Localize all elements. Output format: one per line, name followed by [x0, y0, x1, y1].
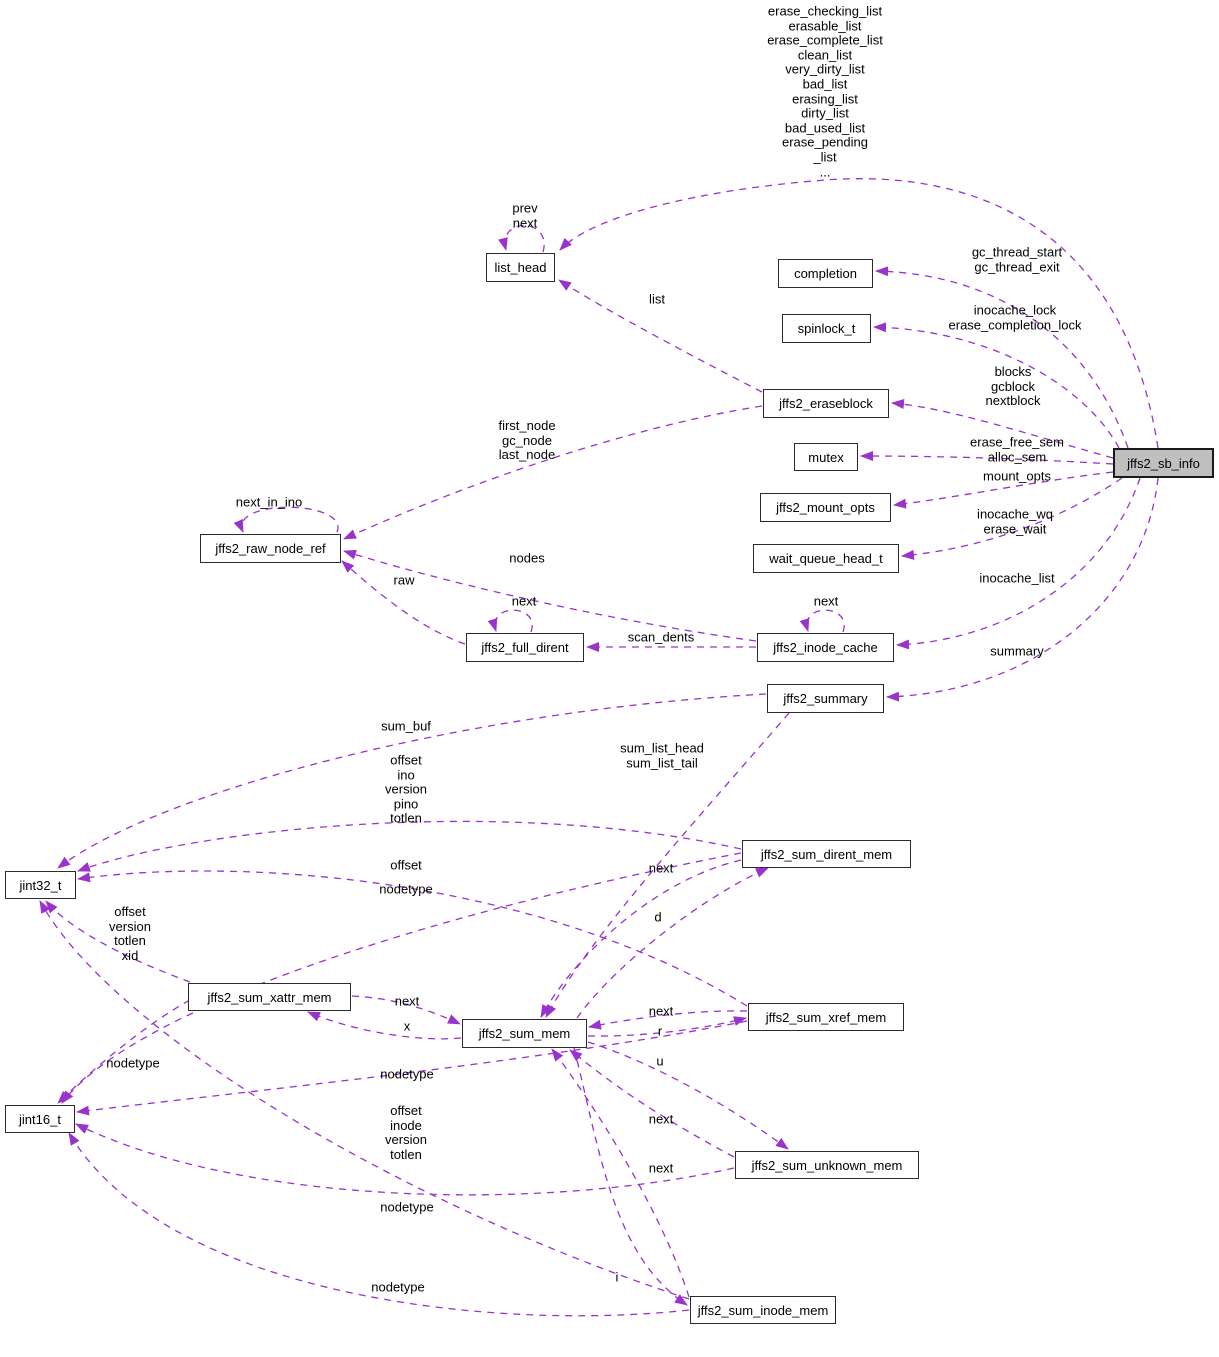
edge-eraseblock-list_head [558, 279, 763, 393]
edge-label-summary: summary [990, 643, 1044, 659]
node-wait_queue_head_t[interactable]: wait_queue_head_t [753, 544, 899, 573]
edge-label-r: r [657, 1023, 663, 1039]
edge-inode_cache-self [799, 609, 845, 633]
node-jffs2_sum_xattr_mem[interactable]: jffs2_sum_xattr_mem [188, 983, 351, 1011]
edge-xref_mem-jint32 [77, 870, 748, 1007]
edge-label-next-inode-cache: next [813, 593, 839, 609]
node-list_head[interactable]: list_head [486, 253, 555, 282]
edge-sb_info-inode_cache [896, 477, 1141, 650]
edge-label-next-xref: next [648, 1003, 674, 1019]
edge-label-inode-fields: offset inode version totlen [385, 1102, 427, 1162]
edge-label-xattr-fields: offset version totlen xid [109, 903, 151, 963]
edge-full_dirent-raw_node_ref [341, 560, 466, 645]
edge-dirent_mem-sum_mem [540, 859, 742, 1018]
edge-sum_mem-xref_mem [587, 1016, 747, 1037]
edge-xattr_mem-jint16 [57, 999, 191, 1104]
edge-sum_mem-unknown_mem [587, 1041, 789, 1150]
edge-sb_info-wait_queue [901, 477, 1123, 560]
edge-label-next-in-ino: next_in_ino [235, 494, 303, 510]
edge-label-raw: raw [393, 572, 415, 588]
node-jffs2_sum_unknown_mem[interactable]: jffs2_sum_unknown_mem [735, 1151, 919, 1179]
edge-label-inocache-lock: inocache_lock erase_completion_lock [948, 302, 1082, 332]
edge-label-next-xattr: next [394, 993, 420, 1009]
node-mutex[interactable]: mutex [794, 443, 858, 471]
node-spinlock_t[interactable]: spinlock_t [782, 314, 871, 343]
edge-label-mount-opts: mount_opts [983, 468, 1051, 484]
edge-label-gc-thread: gc_thread_start gc_thread_exit [971, 244, 1063, 274]
edge-label-prev-next: prev next [512, 200, 538, 230]
edge-label-first-node: first_node gc_node last_node [498, 418, 556, 463]
edge-sum_mem-inode_mem [573, 1047, 688, 1306]
edge-label-nodetype-inode: nodetype [371, 1279, 425, 1295]
edge-label-list: list [649, 291, 665, 307]
edge-label-dirent-fields: offset ino version pino totlen [385, 752, 427, 826]
edge-label-erase-lists: erase_checking_list erasable_list erase_… [767, 3, 883, 179]
edge-label-nodetype-unknown: nodetype [380, 1199, 434, 1215]
node-jint32_t[interactable]: jint32_t [5, 871, 76, 899]
edge-dirent_mem-jint16 [61, 852, 742, 1104]
edge-sum_mem-dirent_mem [576, 867, 769, 1019]
node-jffs2_sum_dirent_mem[interactable]: jffs2_sum_dirent_mem [742, 840, 911, 868]
node-completion[interactable]: completion [778, 259, 873, 288]
edge-label-d: d [654, 909, 662, 925]
edge-dirent_mem-jint32 [77, 820, 742, 872]
node-jffs2_full_dirent[interactable]: jffs2_full_dirent [466, 633, 584, 662]
edge-label-next-inode: next [648, 1160, 674, 1176]
node-jint16_t[interactable]: jint16_t [5, 1105, 75, 1133]
edge-label-next-dirent: next [648, 860, 674, 876]
edge-inode_mem-jint32 [39, 900, 690, 1300]
edge-label-nodetype-xattr: nodetype [106, 1055, 160, 1071]
node-jffs2_sum_inode_mem[interactable]: jffs2_sum_inode_mem [690, 1296, 836, 1324]
edge-sb_info-eraseblock [891, 399, 1114, 459]
edge-label-nodetype-xref: nodetype [380, 1066, 434, 1082]
node-jffs2_sb_info[interactable]: jffs2_sb_info [1113, 448, 1214, 478]
edge-xref_mem-sum_mem [588, 1010, 748, 1030]
edge-label-next-unknown: next [648, 1111, 674, 1127]
edge-label-erase-free-sem: erase_free_sem alloc_sem [970, 434, 1064, 464]
edge-label-blocks: blocks gcblock nextblock [985, 364, 1041, 409]
edge-label-scan-dents: scan_dents [627, 629, 695, 645]
node-jffs2_mount_opts[interactable]: jffs2_mount_opts [760, 493, 891, 522]
edge-raw_node_ref-self [233, 506, 339, 533]
edge-xref_mem-jint16 [76, 1020, 748, 1116]
edge-label-i: i [615, 1269, 619, 1285]
node-jffs2_sum_xref_mem[interactable]: jffs2_sum_xref_mem [748, 1003, 904, 1031]
node-jffs2_raw_node_ref[interactable]: jffs2_raw_node_ref [200, 534, 341, 563]
edge-label-nodetype-dirent: nodetype [379, 881, 433, 897]
edge-eraseblock-raw_node_ref [343, 405, 763, 540]
edge-label-sum-list: sum_list_head sum_list_tail [620, 740, 704, 770]
node-jffs2_inode_cache[interactable]: jffs2_inode_cache [757, 633, 894, 662]
edge-label-inocache-list: inocache_list [979, 570, 1055, 586]
edge-inode_mem-sum_mem [551, 1048, 690, 1298]
node-jffs2_sum_mem[interactable]: jffs2_sum_mem [462, 1019, 587, 1048]
edge-label-offset-xref: offset [390, 857, 422, 873]
edge-sb_info-spinlock [873, 322, 1120, 449]
edge-label-nodes: nodes [509, 550, 545, 566]
edge-sb_info-completion [875, 266, 1129, 449]
edge-label-x: x [403, 1018, 411, 1034]
edge-label-u: u [656, 1053, 664, 1069]
edge-unknown_mem-jint16 [75, 1123, 735, 1196]
edge-label-next-full-dirent: next [511, 593, 537, 609]
edge-inode_cache-raw_node_ref [343, 549, 757, 642]
node-jffs2_summary[interactable]: jffs2_summary [767, 684, 884, 713]
edge-sb_info-list_head [559, 178, 1159, 449]
edge-sum_mem-xattr_mem [307, 1011, 462, 1040]
edge-summary-jint32 [57, 693, 767, 869]
node-jffs2_eraseblock[interactable]: jffs2_eraseblock [763, 389, 889, 418]
edge-full_dirent-self [487, 609, 533, 633]
edge-xattr_mem-sum_mem [351, 995, 461, 1025]
edge-inode_mem-jint16 [68, 1132, 690, 1317]
edge-label-inocache-wq: inocache_wq erase_wait [977, 506, 1053, 536]
edge-unknown_mem-sum_mem [569, 1049, 735, 1158]
edge-label-sum-buf: sum_buf [381, 718, 431, 734]
edge-sb_info-mount_opts [893, 471, 1114, 509]
edge-sb_info-mutex [860, 451, 1114, 465]
